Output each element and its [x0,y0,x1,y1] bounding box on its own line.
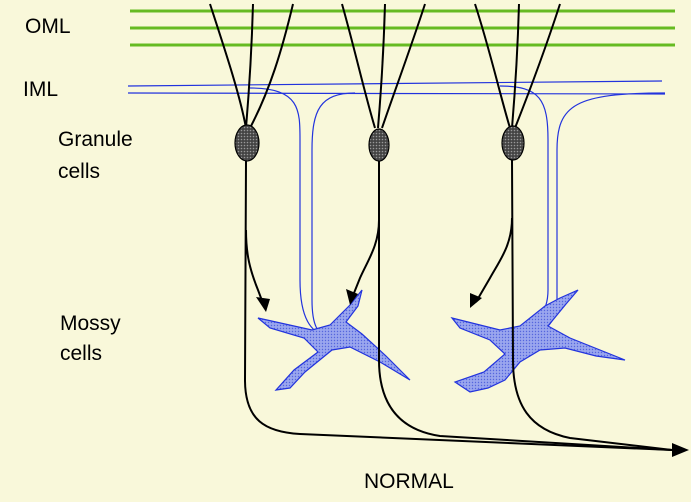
mossy-axon-right-a [500,86,548,336]
granule-cell-2 [369,129,389,161]
oml-label: OML [25,15,71,39]
axon-2 [379,161,672,450]
mossy-cell-2 [452,290,625,392]
axon-1 [245,161,672,450]
mossy-cell-1 [258,290,410,390]
iml-line-1 [128,81,662,86]
oml-lines [130,11,675,45]
granule-cells-label-line2: cells [58,160,100,184]
granule-axons [245,160,672,450]
condition-label: NORMAL [364,470,454,494]
mossy-cells [258,290,625,392]
granule-cell-1 [235,125,259,161]
mossy-axon-right-b [530,93,665,336]
granule-cells [235,125,524,161]
iml-line-2 [128,93,665,94]
arrowhead-collateral-1 [256,297,270,312]
collateral-2 [352,220,379,298]
mossy-cells-label-line1: Mossy [60,312,121,336]
granule-cells-label-line1: Granule [58,128,133,152]
collateral-1 [246,230,264,306]
axon-3 [512,160,672,450]
collateral-3 [476,218,512,302]
arrowhead-axons [672,443,689,457]
granule-dendrites [210,4,560,128]
iml-label: IML [23,78,58,102]
granule-cell-3 [502,126,524,160]
mossy-cells-label-line2: cells [60,342,102,366]
arrowheads [256,289,689,457]
iml-lines [128,81,665,338]
mossy-axon-middle [312,93,355,338]
